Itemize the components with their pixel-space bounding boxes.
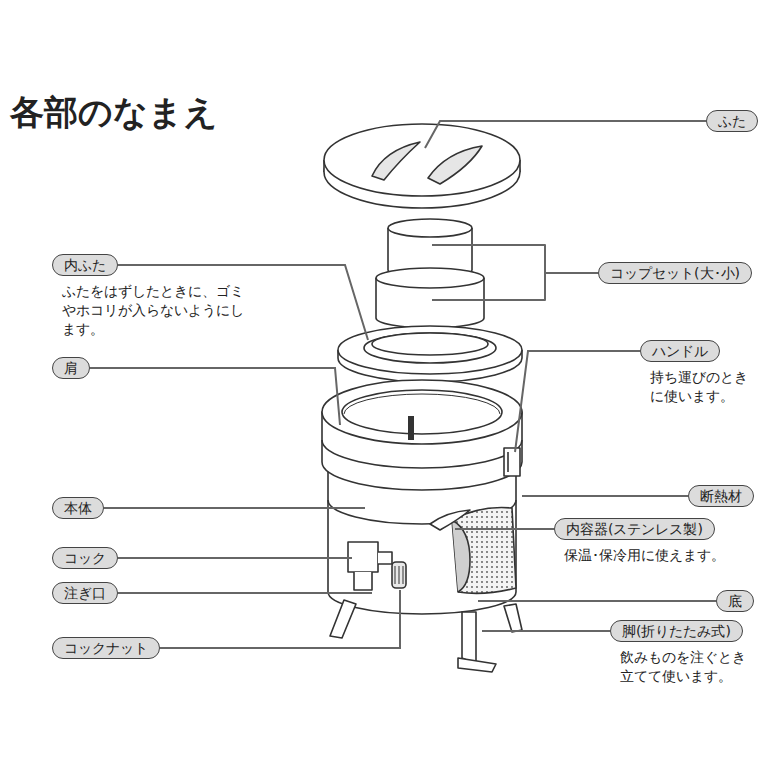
leader-line (545, 272, 598, 274)
body-drawing (322, 380, 522, 672)
part-name: ハンドル (640, 340, 720, 362)
part-label: 内ふたふたをはずしたときに、ゴミやホコリが入らないようにします。 (52, 254, 247, 339)
leader-line (515, 351, 640, 452)
part-name: 断熱材 (688, 485, 754, 507)
leader-line (90, 368, 340, 425)
part-name: 内ふた (52, 254, 118, 276)
leader-line (522, 495, 688, 497)
leader-line (118, 557, 352, 559)
diagram-title: 各部のなまえ (10, 90, 218, 136)
large-cup-drawing (376, 268, 484, 328)
part-note: 持ち運びのときに使います。 (650, 368, 754, 406)
leader-line (425, 121, 706, 148)
lid-drawing (324, 124, 520, 208)
part-label: 本体 (52, 497, 104, 519)
part-label: コック (52, 547, 118, 569)
part-label: ふた (706, 110, 758, 132)
leader-line (478, 600, 716, 602)
part-name: ふた (706, 110, 758, 132)
part-label: 断熱材 (688, 485, 754, 507)
leader-line (482, 630, 610, 632)
part-label: コックナット (52, 637, 160, 659)
part-name: 注ぎ口 (52, 582, 118, 604)
part-note: 保温･保冷用に使えます。 (564, 546, 754, 565)
part-name: コックナット (52, 637, 160, 659)
part-name: 底 (716, 590, 754, 612)
part-name: 本体 (52, 497, 104, 519)
part-label: 注ぎ口 (52, 582, 118, 604)
part-note: 飲みものを注ぐとき立てて使います。 (620, 648, 754, 686)
part-name: 肩 (52, 357, 90, 379)
cup-bracket (432, 245, 545, 300)
leader-line (104, 507, 365, 509)
leader-line (160, 590, 400, 648)
part-label: 底 (716, 590, 754, 612)
part-name: 脚(折りたたみ式) (610, 620, 743, 642)
part-label: 肩 (52, 357, 90, 379)
leader-line (455, 528, 554, 530)
part-label: 内容器(ステンレス製) 保温･保冷用に使えます。 (554, 518, 754, 565)
part-label: コップセット(大･小) (598, 262, 752, 284)
part-name: 内容器(ステンレス製) (554, 518, 715, 540)
part-label: 脚(折りたたみ式) 飲みものを注ぐとき立てて使います。 (610, 620, 754, 686)
part-name: コップセット(大･小) (598, 262, 752, 284)
part-name: コック (52, 547, 118, 569)
part-label: ハンドル持ち運びのときに使います。 (640, 340, 754, 406)
part-note: ふたをはずしたときに、ゴミやホコリが入らないようにします。 (62, 282, 247, 339)
leader-line (118, 592, 372, 594)
